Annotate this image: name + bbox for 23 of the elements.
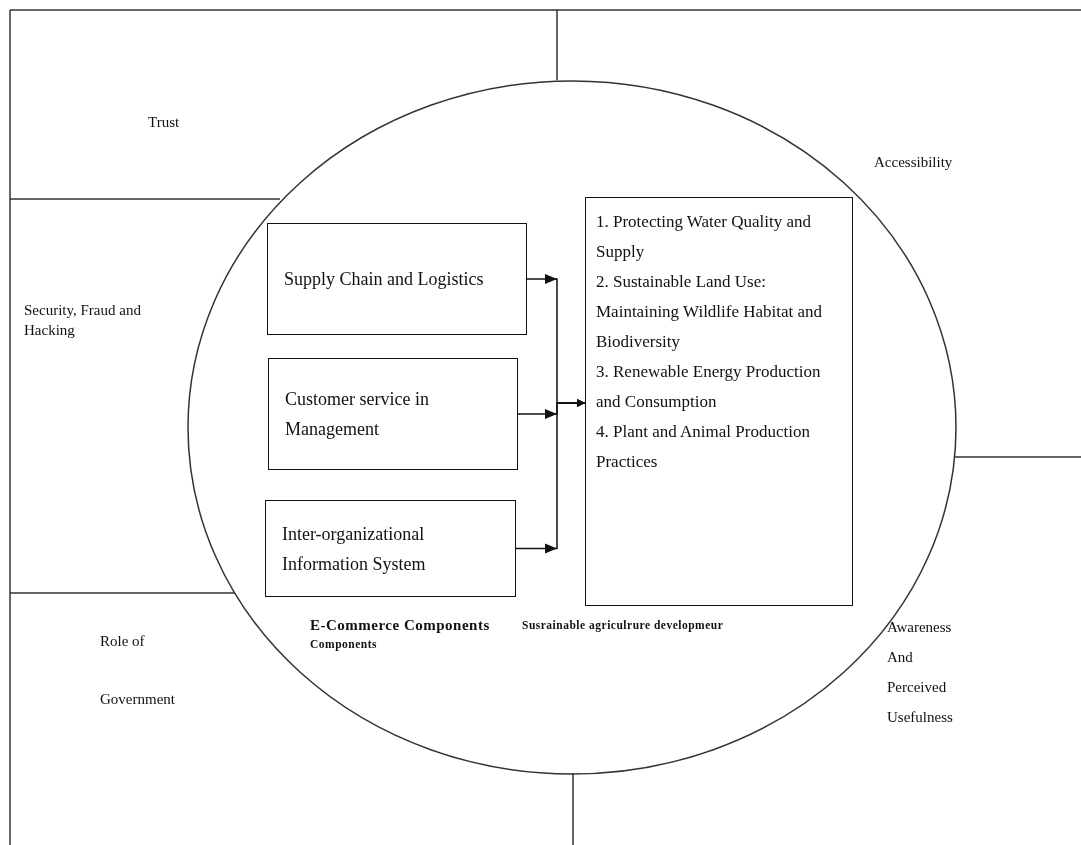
junction-arrowhead	[545, 543, 557, 554]
caption-text: Susrainable agriculrure developmeur	[522, 619, 724, 631]
factor-label: Awareness And Perceived Usefulness	[887, 618, 954, 727]
process-box	[585, 197, 853, 606]
box-text: Customer service in Management	[285, 388, 430, 441]
caption-text: E-Commerce Components	[310, 617, 490, 634]
caption-text: Components	[310, 638, 377, 650]
box-text: 1. Protecting Water Quality and Supply	[596, 211, 812, 263]
box-text: Supply Chain and Logistics	[284, 268, 485, 291]
box-text: Inter-organizational Information System	[282, 522, 427, 576]
factor-label: Trust	[148, 113, 181, 132]
box-text: 2. Sustainable Land Use: Maintaining Wildlife Habitat and Biodiversity	[596, 271, 824, 353]
process-box	[267, 223, 527, 335]
process-box	[265, 500, 516, 597]
factor-label: Security, Fraud and Hacking	[24, 301, 142, 340]
box-text: 3. Renewable Energy Production and Consumption	[596, 361, 822, 413]
factor-label: Accessibility	[874, 153, 954, 172]
factor-label: Role of Government	[100, 632, 176, 709]
junction-arrowhead	[545, 274, 557, 284]
junction-arrowhead	[545, 409, 557, 419]
box-text: 4. Plant and Animal Production Practices	[596, 421, 811, 473]
arrow	[515, 399, 586, 550]
process-box	[268, 358, 518, 470]
